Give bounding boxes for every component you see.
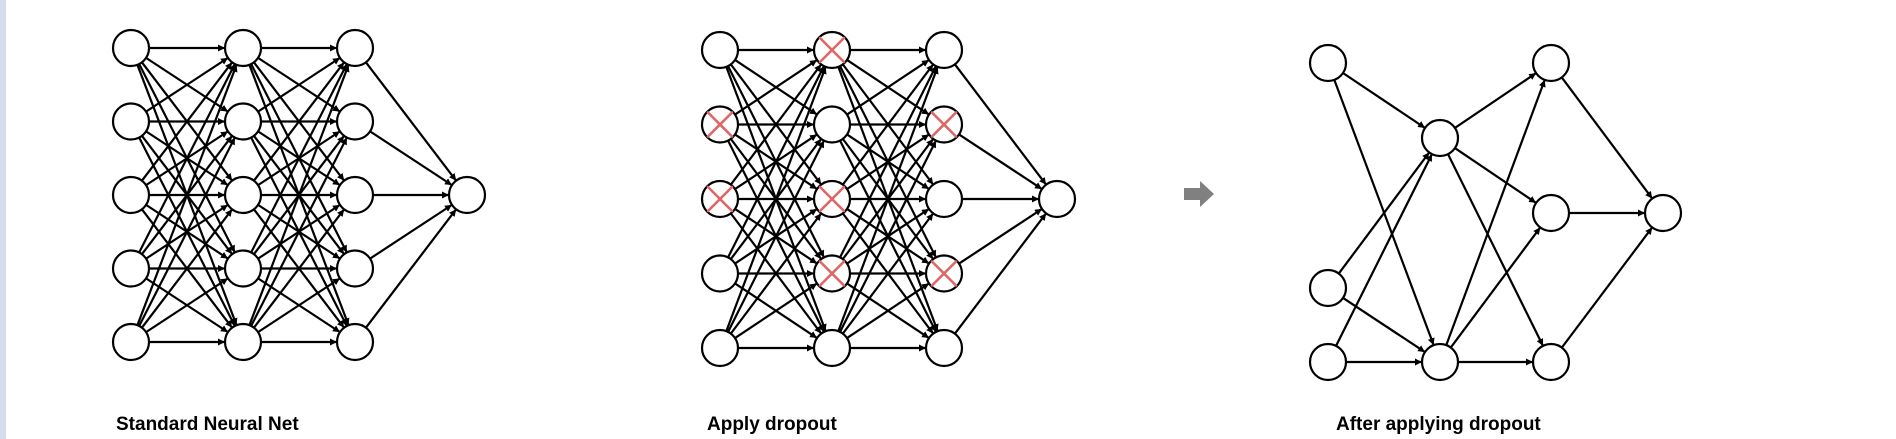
edge	[958, 133, 1043, 191]
neuron	[700, 30, 740, 70]
neuron	[111, 102, 151, 141]
edge	[138, 63, 236, 253]
neuron	[1308, 43, 1348, 83]
edge	[725, 66, 827, 332]
edge	[257, 277, 341, 334]
neuron	[924, 179, 964, 219]
right-arrow-icon	[1184, 181, 1214, 207]
edge	[729, 212, 823, 335]
neuron	[812, 328, 852, 368]
x-mark-icon	[930, 260, 958, 287]
edge	[958, 207, 1043, 265]
edge	[1560, 226, 1654, 349]
neuron	[447, 175, 487, 215]
neuron	[1308, 268, 1348, 308]
neuron	[1420, 118, 1460, 158]
edge	[734, 282, 818, 339]
x-mark-icon	[818, 260, 846, 287]
edge	[954, 63, 1047, 186]
x-mark-icon	[706, 111, 734, 138]
edge	[734, 59, 818, 116]
edge	[839, 65, 937, 258]
neuron	[1531, 342, 1571, 382]
edge	[253, 208, 345, 329]
edge	[145, 277, 229, 334]
edge	[1454, 147, 1537, 204]
edge	[253, 61, 345, 182]
neuron	[335, 249, 375, 288]
neuron	[700, 328, 740, 368]
neuron	[335, 175, 375, 215]
edge	[729, 63, 823, 186]
edge	[141, 61, 233, 182]
edge	[1335, 153, 1433, 347]
neuron	[335, 102, 375, 141]
edge	[1560, 76, 1654, 200]
neuron	[223, 249, 263, 288]
apply-dropout-net	[700, 30, 1077, 368]
x-mark-icon	[818, 36, 846, 64]
edge	[1445, 79, 1546, 346]
edge	[250, 63, 348, 253]
neuron	[111, 28, 151, 68]
edge	[846, 282, 930, 339]
caption-after-applying-dropout: After applying dropout	[1336, 414, 1541, 435]
edge	[841, 212, 935, 335]
neuron	[1643, 193, 1683, 233]
edge	[846, 59, 930, 116]
neuron	[1308, 342, 1348, 382]
edge	[1449, 226, 1542, 349]
neuron	[223, 28, 263, 68]
x-mark-icon	[706, 185, 734, 213]
edge	[248, 64, 350, 326]
neuron	[1531, 193, 1571, 233]
edge	[365, 61, 457, 182]
caption-standard-neural-net: Standard Neural Net	[116, 414, 299, 435]
neuron	[335, 322, 375, 362]
edge	[839, 140, 937, 333]
edge	[727, 140, 825, 333]
neuron	[924, 328, 964, 368]
neuron	[1531, 43, 1571, 83]
edge	[250, 137, 348, 327]
edge	[369, 203, 453, 260]
edge	[1454, 72, 1537, 129]
neuron	[1037, 179, 1077, 219]
left-edge-strip	[0, 0, 6, 439]
x-mark-icon	[930, 111, 958, 138]
edge	[257, 56, 341, 113]
edge	[1447, 153, 1544, 347]
edge	[136, 64, 238, 326]
neuron	[111, 249, 151, 288]
neuron	[924, 30, 964, 70]
neuron	[1420, 342, 1460, 382]
edge	[145, 56, 229, 113]
edge	[365, 208, 457, 329]
neuron	[335, 28, 375, 68]
edge	[837, 66, 939, 332]
neuron	[111, 175, 151, 215]
edge	[1337, 151, 1431, 275]
neuron	[223, 322, 263, 362]
neuron	[111, 322, 151, 362]
neuron	[812, 105, 852, 144]
neuron	[223, 175, 263, 215]
edge	[138, 137, 236, 327]
edge	[369, 130, 453, 187]
x-mark-icon	[818, 185, 846, 213]
edge	[727, 65, 825, 258]
edge	[1342, 72, 1426, 129]
caption-apply-dropout: Apply dropout	[707, 414, 837, 435]
after-dropout-net	[1308, 43, 1683, 382]
edge	[841, 63, 935, 186]
neuron	[700, 254, 740, 293]
standard-neural-net	[111, 28, 487, 362]
edge	[141, 208, 233, 329]
neuron	[223, 102, 263, 141]
edge	[954, 212, 1047, 335]
